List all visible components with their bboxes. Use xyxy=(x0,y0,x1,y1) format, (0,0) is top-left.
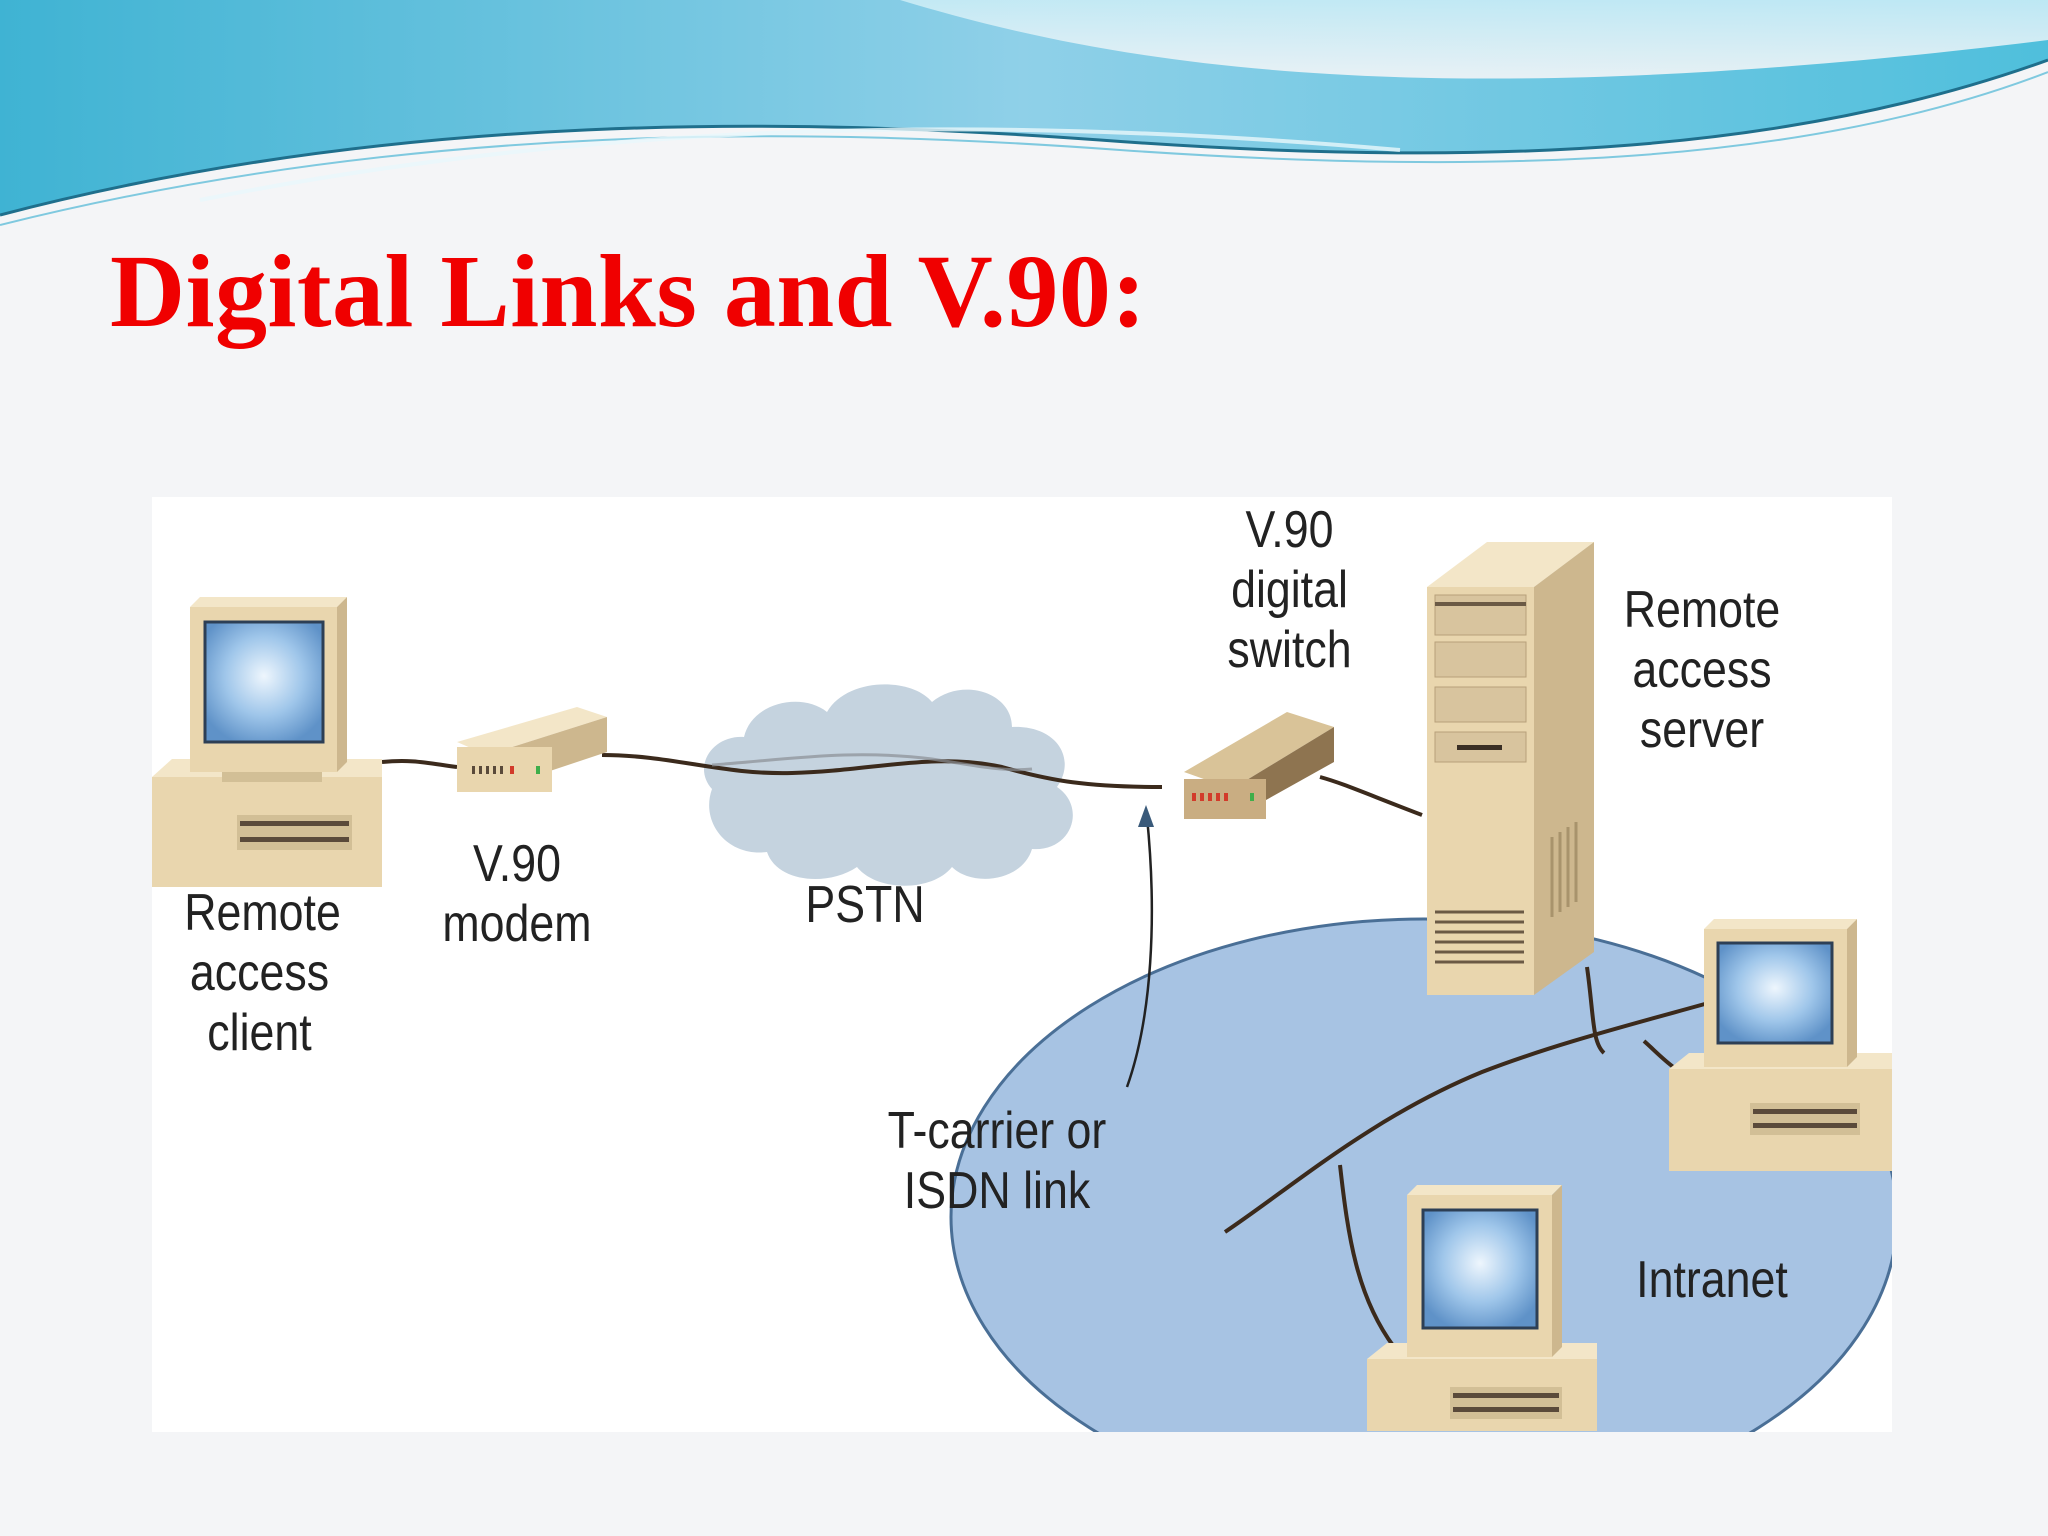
label-v90-modem: V.90 modem xyxy=(442,835,592,953)
desktop-computer-icon xyxy=(1367,1185,1597,1431)
label-pstn: PSTN xyxy=(805,876,925,934)
cloud-icon xyxy=(703,684,1073,886)
label-intranet: Intranet xyxy=(1636,1251,1788,1309)
intranet-network-area xyxy=(949,917,1892,1432)
network-diagram: Remote access client V.90 modem PSTN V.9… xyxy=(152,497,1892,1432)
label-t-carrier-isdn-link: T-carrier or ISDN link xyxy=(887,1102,1107,1220)
label-remote-access-server: Remote access server xyxy=(1623,581,1781,759)
desktop-computer-icon xyxy=(1669,919,1892,1171)
header-wave-decoration xyxy=(0,0,2048,226)
desktop-computer-icon xyxy=(152,597,382,887)
network-cables xyxy=(381,753,1713,1349)
pstn-link-gray xyxy=(711,753,1033,772)
link-pointer-arrow xyxy=(1125,805,1154,1088)
tower-server-icon xyxy=(1427,542,1594,995)
modem-icon xyxy=(457,707,607,792)
digital-switch-icon xyxy=(1184,712,1334,819)
slide-title: Digital Links and V.90: xyxy=(110,234,1147,349)
label-remote-access-client: Remote access client xyxy=(184,884,341,1062)
label-v90-digital-switch: V.90 digital switch xyxy=(1227,501,1352,679)
